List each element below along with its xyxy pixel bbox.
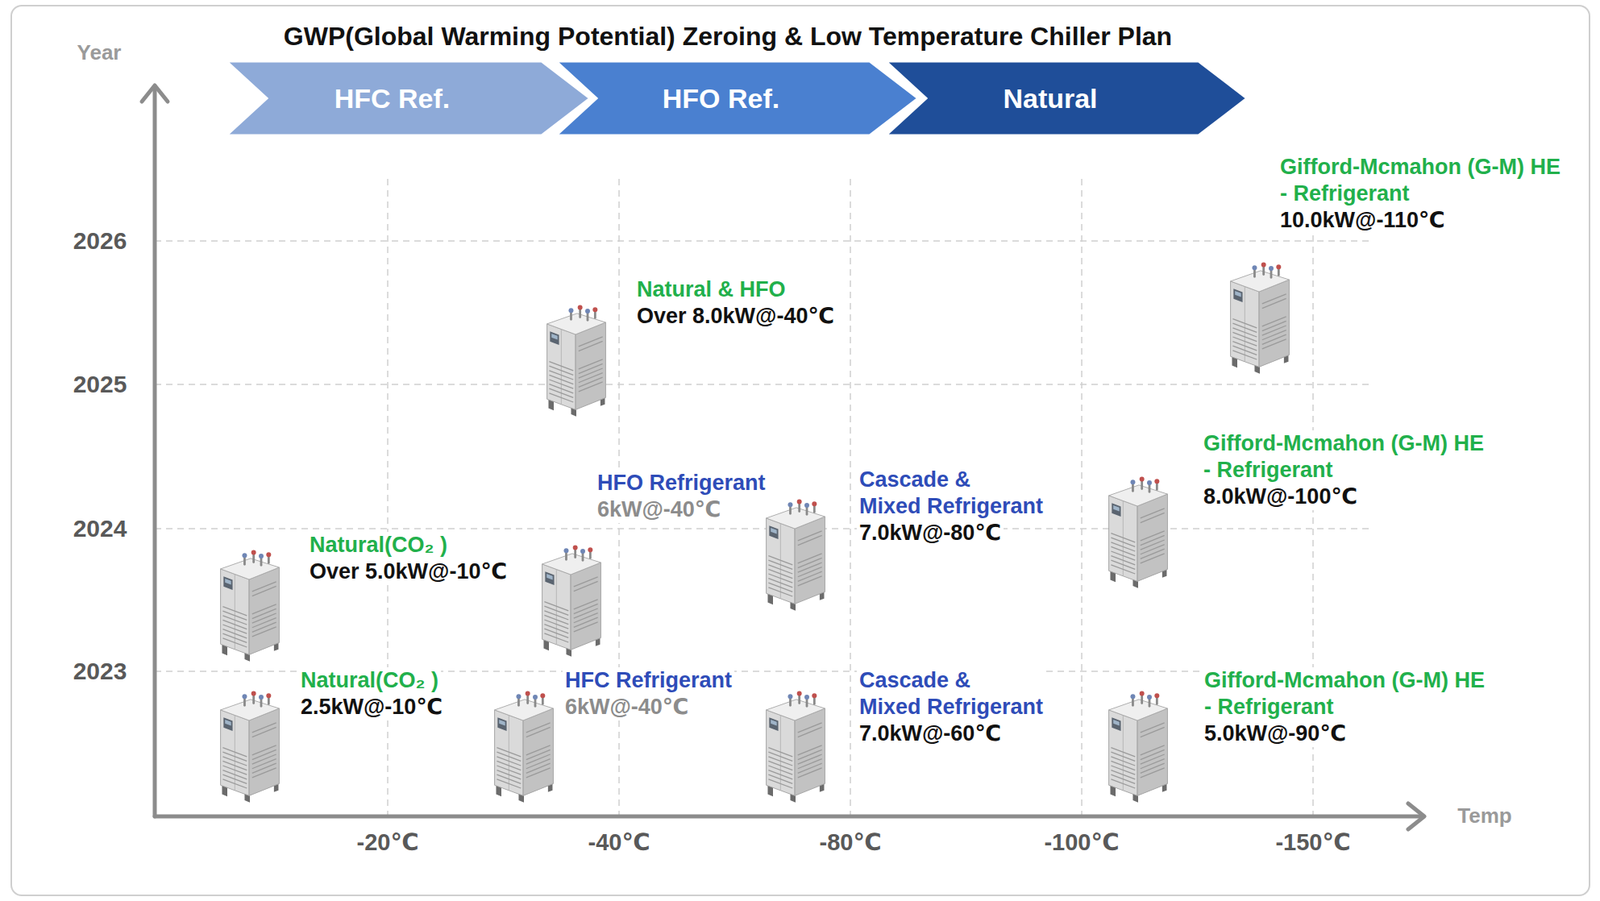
product-spec: Over 5.0kW@-10℃ — [307, 558, 510, 586]
temperature-tick: -100℃ — [1043, 828, 1119, 857]
chiller-icon — [1109, 476, 1168, 588]
chiller-icon — [220, 690, 280, 803]
product-spec: 2.5kW@-10℃ — [298, 694, 445, 721]
phase-label: HFO Ref. — [662, 83, 780, 115]
phase-chevron: HFC Ref. — [226, 61, 591, 136]
phase-chevron: Natural — [885, 61, 1247, 136]
product-spec: 6kW@-40℃ — [562, 694, 692, 721]
chiller-icon — [547, 304, 607, 416]
product-name: Cascade & Mixed Refrigerant — [856, 466, 1046, 520]
y-axis-arrowhead — [141, 85, 168, 102]
chiller-icon — [766, 498, 826, 611]
temperature-tick: -80℃ — [818, 828, 882, 857]
chart-title: GWP(Global Warming Potential) Zeroing & … — [283, 20, 1172, 53]
temperature-tick: -20℃ — [356, 828, 419, 857]
chevron-fill — [885, 61, 1247, 136]
year-tick: 2026 — [73, 226, 128, 257]
temperature-tick: -150℃ — [1275, 828, 1351, 857]
product-spec: 6kW@-40℃ — [594, 496, 724, 524]
chiller-icon — [766, 690, 826, 803]
grid-line — [154, 383, 1373, 386]
phase-label: HFC Ref. — [334, 83, 451, 115]
year-tick: 2025 — [73, 369, 128, 400]
product-name: Gifford-Mcmahon (G-M) HE - Refrigerant — [1201, 430, 1487, 484]
product-spec: 7.0kW@-80℃ — [856, 519, 1004, 547]
chiller-icon — [220, 549, 280, 661]
product-name: Natural & HFO — [634, 276, 789, 304]
grid-line — [386, 178, 389, 817]
chiller-icon — [1230, 261, 1290, 374]
product-name: Natural(CO₂ ) — [298, 667, 441, 695]
chiller-icon — [1109, 690, 1168, 803]
phase-chevron: HFO Ref. — [556, 61, 919, 136]
product-spec: 10.0kW@-110℃ — [1277, 207, 1448, 234]
axis-title: Temp — [1457, 803, 1512, 830]
product-spec: 5.0kW@-90℃ — [1201, 720, 1349, 748]
product-name: Natural(CO₂ ) — [307, 531, 450, 559]
phase-label: Natural — [1002, 83, 1098, 115]
chiller-illustrations — [220, 261, 1290, 803]
grid-lines — [154, 178, 1373, 817]
product-name: HFO Refrigerant — [594, 469, 769, 497]
temperature-tick: -40℃ — [587, 828, 650, 857]
year-tick: 2024 — [73, 514, 128, 545]
grid-line — [154, 527, 1373, 530]
grid-line — [154, 240, 1373, 242]
product-spec: Over 8.0kW@-40℃ — [634, 303, 837, 330]
chevron-fill — [226, 61, 591, 136]
product-name: HFC Refrigerant — [562, 667, 735, 695]
grid-line — [1080, 178, 1083, 817]
product-name: Gifford-Mcmahon (G-M) HE - Refrigerant — [1277, 153, 1563, 208]
chiller-icon — [494, 690, 554, 803]
product-name: Cascade & Mixed Refrigerant — [856, 667, 1046, 721]
year-tick: 2023 — [73, 656, 128, 687]
x-axis — [154, 814, 1423, 819]
product-name: Gifford-Mcmahon (G-M) HE - Refrigerant — [1201, 667, 1488, 721]
product-spec: 7.0kW@-60℃ — [856, 720, 1004, 748]
axis-title: Year — [77, 40, 122, 67]
chiller-icon — [542, 544, 602, 657]
chevron-fill — [556, 61, 919, 136]
grid-line — [849, 178, 852, 817]
y-axis — [153, 87, 158, 817]
product-spec: 8.0kW@-100℃ — [1201, 483, 1360, 511]
x-axis-arrowhead — [1408, 803, 1425, 830]
